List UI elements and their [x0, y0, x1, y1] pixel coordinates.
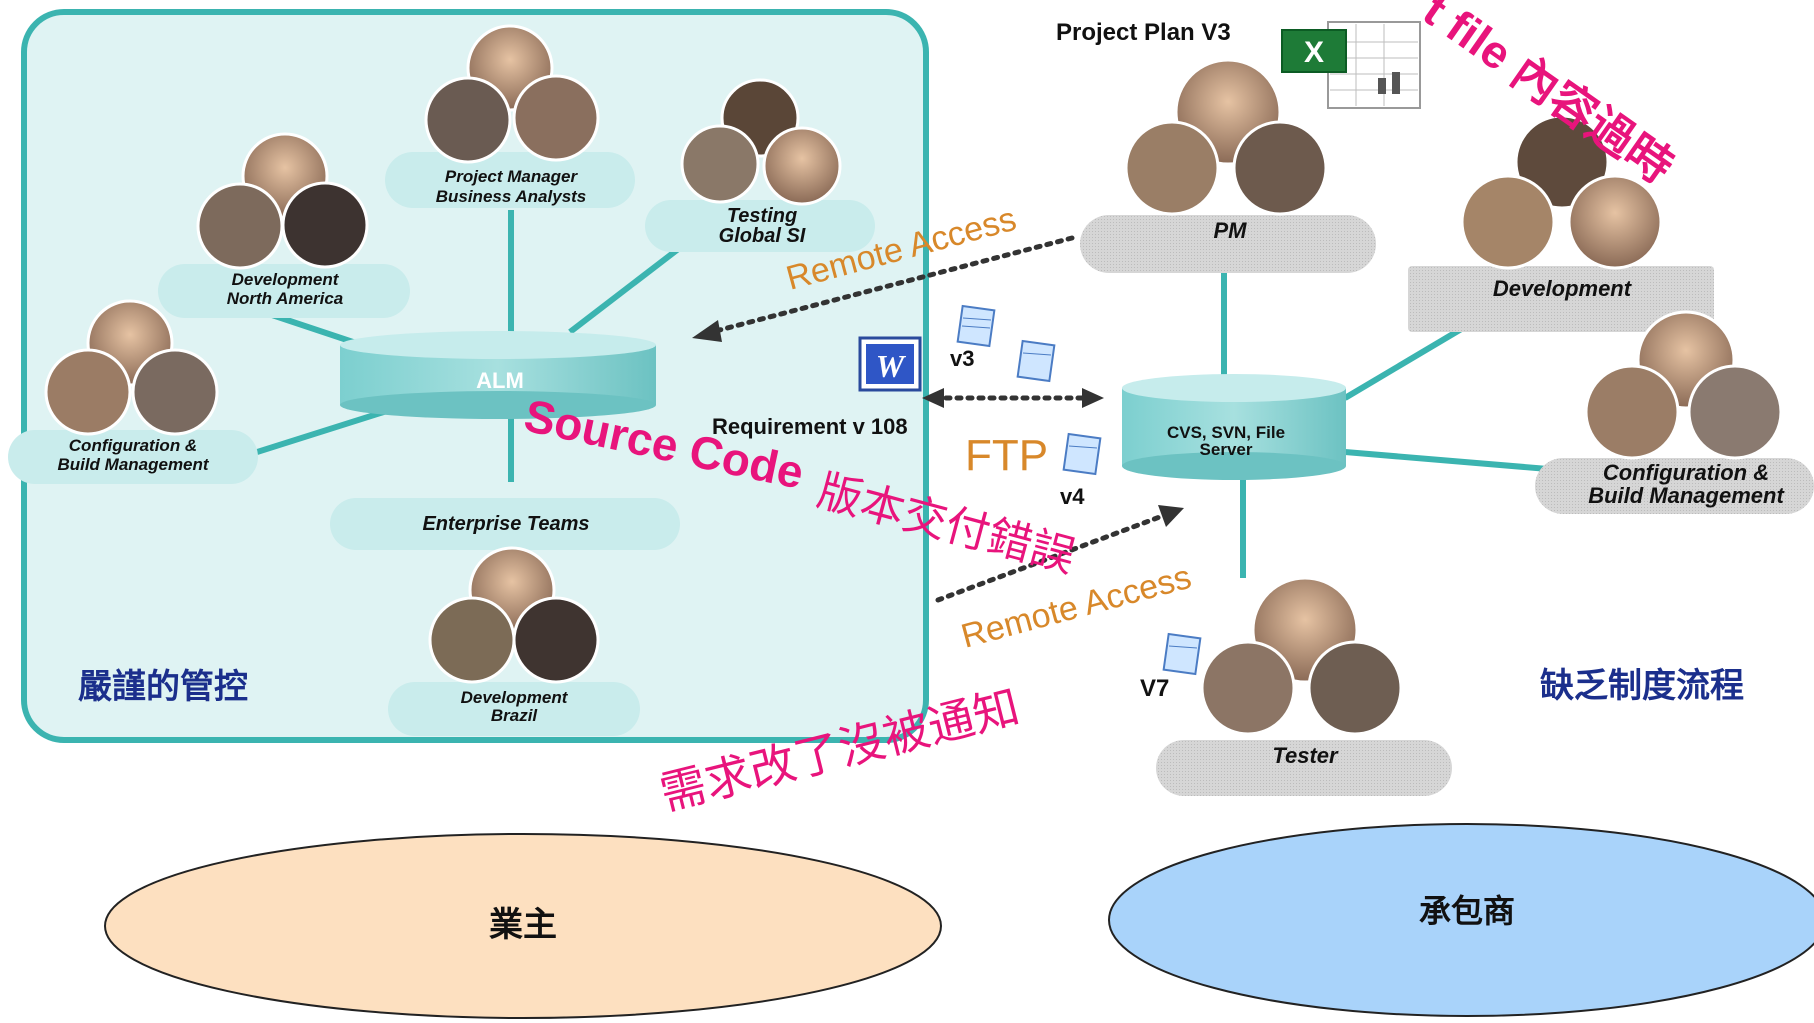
dev-na-label-2: North America [227, 289, 344, 308]
dev-na-label-1: Development [232, 270, 340, 289]
owner-avatars [44, 24, 842, 684]
contractor-caption: 缺乏制度流程 [1540, 667, 1744, 705]
notepad-icon-v4 [1062, 432, 1102, 476]
contractor-config-label-1: Configuration & [1603, 460, 1769, 485]
notepad-icon-mid [1016, 339, 1056, 383]
owner-ellipse [104, 833, 942, 1019]
arrow-heads [692, 320, 1184, 527]
contractor-tester-label: Tester [1272, 743, 1339, 768]
word-icon: W [858, 336, 922, 392]
alm-label: ALM [476, 368, 524, 393]
contractor-label-pills [1080, 215, 1814, 796]
ftp-label: FTP [965, 431, 1048, 480]
alm-hub: ALM [340, 331, 656, 419]
dotted-arrows [709, 235, 1168, 603]
config-label-1: Configuration & [69, 436, 197, 455]
contractor-config-label-2: Build Management [1588, 483, 1785, 508]
contractor-node-labels: PM Development Configuration & Build Man… [1214, 218, 1786, 768]
excel-icon: X [1281, 21, 1421, 109]
contractor-pm-label: PM [1214, 218, 1248, 243]
requirement-label: Requirement v 108 [712, 414, 908, 439]
cvs-label-1: CVS, SVN, File [1167, 423, 1285, 442]
owner-node-labels: Project Manager Business Analysts Develo… [57, 167, 805, 725]
cvs-label-2: Server [1200, 440, 1253, 459]
v3-label: v3 [950, 346, 974, 371]
owner-label-pills [8, 152, 875, 736]
remote-access-bottom: Remote Access [957, 558, 1195, 656]
svg-text:W: W [876, 348, 907, 384]
svg-text:X: X [1304, 36, 1324, 69]
contractor-ellipse [1108, 823, 1814, 1017]
notepad-icon-v3 [956, 304, 996, 348]
owner-caption: 嚴謹的管控 [78, 668, 248, 706]
dev-br-label-2: Brazil [491, 706, 539, 725]
dev-br-label-1: Development [461, 688, 569, 707]
testing-label-1: Testing [727, 205, 797, 227]
owner-ellipse-label: 業主 [489, 906, 557, 944]
pm-label-1: Project Manager [445, 167, 579, 186]
notepad-icons [956, 304, 1202, 676]
contractor-ellipse-label: 承包商 [1419, 893, 1515, 929]
project-plan-title: Project Plan V3 [1056, 19, 1231, 46]
enterprise-label: Enterprise Teams [422, 513, 589, 535]
contractor-avatars [1124, 58, 1783, 736]
testing-label-2: Global SI [719, 225, 806, 247]
v4-label: v4 [1060, 484, 1085, 509]
notepad-icon-v7 [1162, 632, 1202, 676]
contractor-dev-label: Development [1493, 276, 1633, 301]
v7-label: V7 [1140, 675, 1169, 702]
config-label-2: Build Management [57, 455, 209, 474]
cvs-hub: CVS, SVN, File Server [1122, 374, 1346, 480]
pm-label-2: Business Analysts [436, 187, 587, 206]
